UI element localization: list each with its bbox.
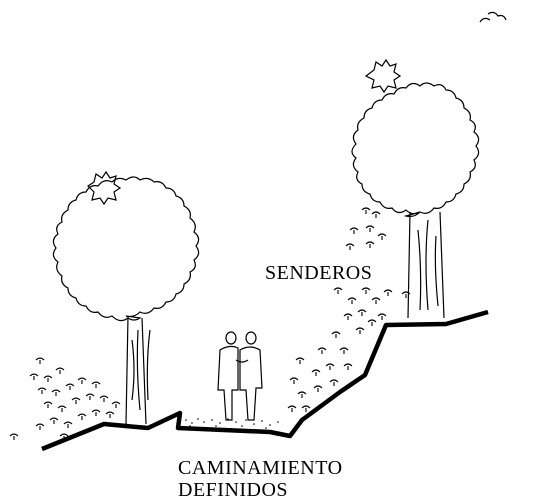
shrub-leaf (355, 327, 365, 334)
shrub-leaf (371, 211, 381, 218)
shrub-leaf (361, 287, 371, 294)
left-tree-trunk (125, 315, 151, 425)
label-senderos: SENDEROS (265, 262, 373, 284)
shrub-leaf (65, 383, 75, 390)
shrub-leaf (63, 421, 73, 428)
shrub-leaf (71, 397, 81, 404)
shrub-leaf (383, 289, 393, 296)
shrub-leaf (43, 401, 53, 408)
left-tree-canopy (52, 176, 200, 322)
shrub-leaf (105, 411, 115, 418)
right-tree (351, 11, 507, 319)
shrub-leaf (333, 287, 343, 294)
shrub-leaf (313, 385, 323, 392)
shrub-leaf (43, 375, 53, 382)
shrub-leaf (51, 389, 61, 396)
shrub-leaf (91, 409, 101, 416)
shrub-leaf (49, 417, 59, 424)
shrub-leaf (9, 433, 19, 440)
shrub-leaf (29, 373, 39, 380)
shrub-leaf (35, 357, 45, 364)
right-tree-canopy (351, 82, 480, 218)
shrub-leaf (365, 241, 375, 248)
shrub-leaf (35, 423, 45, 430)
shrub-leaf (59, 433, 69, 440)
shrub-leaf (311, 369, 321, 376)
right-tree-canopy-detail (364, 58, 402, 94)
shrub-leaf (301, 405, 311, 412)
shrub-leaf (343, 313, 353, 320)
left-tree (52, 170, 200, 425)
shrub-leaf (57, 405, 67, 412)
shrub-leaf (357, 309, 367, 316)
shrub-leaf (77, 413, 87, 420)
shrub-leaf (377, 313, 387, 320)
shrub-leaf (297, 391, 307, 398)
shrubs (9, 207, 411, 440)
left-tree-canopy-detail (87, 170, 122, 206)
shrub-leaf (85, 393, 95, 400)
shrub-leaf (91, 381, 101, 388)
shrub-leaf (339, 347, 349, 354)
shrub-leaf (401, 291, 411, 298)
shrub-leaf (295, 357, 305, 364)
shrub-leaf (99, 395, 109, 402)
shrub-leaf (55, 367, 65, 374)
shrub-leaf (349, 227, 359, 234)
shrub-leaf (371, 297, 381, 304)
shrub-leaf (325, 363, 335, 370)
label-caminamiento-line1: CAMINAMIENTO (178, 457, 343, 479)
ground-line (41, 309, 489, 452)
shrub-leaf (345, 243, 355, 250)
label-caminamiento-line2: DEFINIDOS (178, 479, 289, 501)
shrub-leaf (367, 319, 377, 326)
shrub-leaf (347, 297, 357, 304)
shrub-leaf (111, 401, 121, 408)
shrub-leaf (317, 347, 327, 354)
right-tree-trunk (407, 211, 445, 319)
right-tree-canopy-fragment (479, 11, 507, 23)
shrub-leaf (289, 377, 299, 384)
people-figures (217, 331, 263, 421)
shrub-leaf (343, 363, 353, 370)
shrub-leaf (365, 225, 375, 232)
shrub-leaf (331, 331, 341, 338)
shrub-leaf (329, 379, 339, 386)
shrub-leaf (287, 405, 297, 412)
shrub-leaf (37, 387, 47, 394)
shrub-leaf (77, 377, 87, 384)
shrub-leaf (361, 207, 371, 214)
shrub-leaf (377, 233, 387, 240)
